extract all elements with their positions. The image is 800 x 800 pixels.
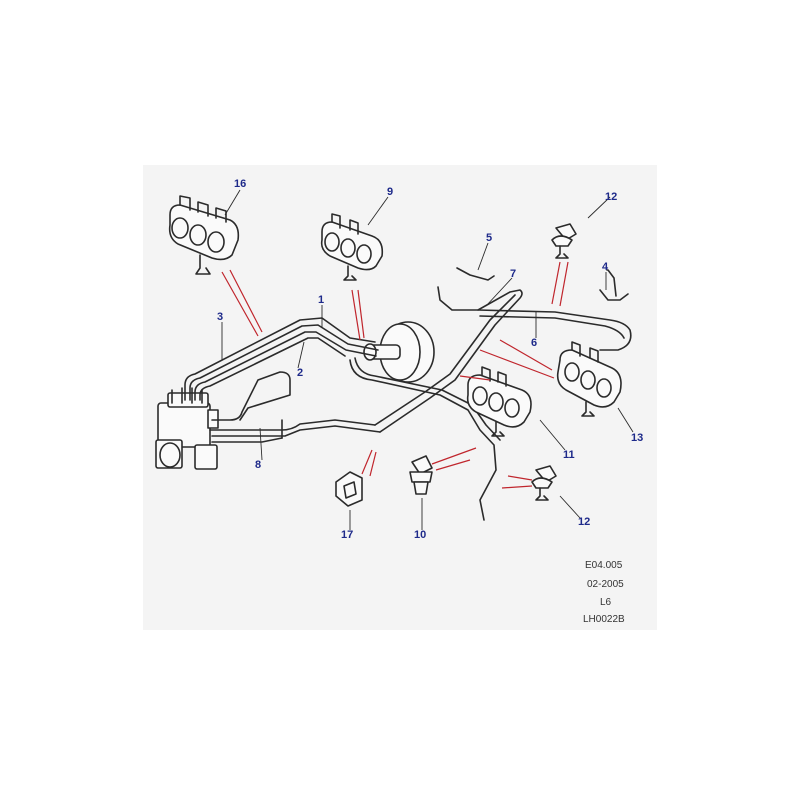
clip-17	[335, 471, 363, 507]
callout-13: 13	[631, 432, 644, 444]
callout-16: 16	[234, 178, 247, 190]
callout-6: 6	[531, 337, 538, 349]
pipe-clip-13	[556, 341, 622, 417]
pipe-clip-16	[168, 195, 240, 275]
callout-1: 1	[318, 294, 325, 306]
single-clip-12-bottom	[531, 465, 557, 501]
pipe-clip-11	[466, 366, 532, 437]
red-leaders	[221, 261, 569, 489]
callout-12-top: 12	[605, 191, 618, 203]
grommet-10	[409, 455, 433, 495]
callout-4: 4	[602, 261, 609, 273]
callout-10: 10	[414, 529, 427, 541]
callout-8: 8	[255, 459, 262, 471]
abs-modulator	[155, 387, 219, 470]
single-clip-12-top	[551, 223, 577, 259]
callout-12-bottom: 12	[578, 516, 591, 528]
ref-date: 02-2005	[587, 579, 624, 590]
ref-model: L6	[600, 597, 612, 608]
callout-17: 17	[341, 529, 354, 541]
callout-9: 9	[387, 186, 394, 198]
brake-pipes	[184, 267, 632, 521]
brake-booster	[363, 321, 435, 383]
callout-2: 2	[297, 367, 304, 379]
pipe-clip-9	[320, 213, 384, 281]
callout-leaders	[221, 189, 634, 530]
callout-5: 5	[486, 232, 493, 244]
callout-3: 3	[217, 311, 224, 323]
callout-7: 7	[510, 268, 517, 280]
callout-11: 11	[563, 449, 575, 461]
ref-illustration-id: LH0022B	[583, 614, 625, 625]
ref-section-code: E04.005	[585, 560, 623, 571]
